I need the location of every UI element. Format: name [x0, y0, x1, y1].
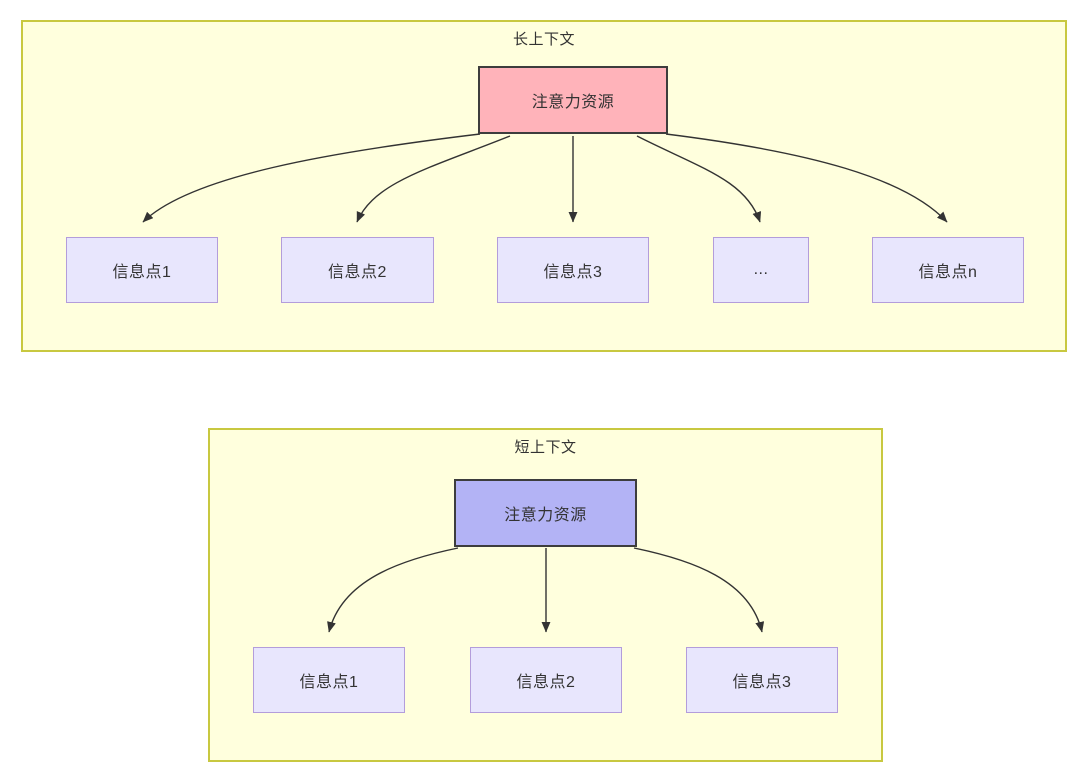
group-short-context-title: 短上下文	[514, 439, 577, 456]
node-short-attention-resource[interactable]: 注意力资源	[454, 479, 637, 547]
node-long-info-point-n[interactable]: 信息点n	[872, 237, 1024, 303]
node-long-info-point-1[interactable]: 信息点1	[66, 237, 218, 303]
node-long-attention-resource[interactable]: 注意力资源	[478, 66, 668, 134]
node-long-info-point-2[interactable]: 信息点2	[281, 237, 434, 303]
node-short-info-point-1[interactable]: 信息点1	[253, 647, 405, 713]
node-short-info-point-2[interactable]: 信息点2	[470, 647, 622, 713]
node-short-info-point-3[interactable]: 信息点3	[686, 647, 838, 713]
node-long-info-point-ellipsis[interactable]: ...	[713, 237, 809, 303]
node-long-info-point-3[interactable]: 信息点3	[497, 237, 649, 303]
group-long-context-title: 长上下文	[512, 31, 575, 48]
